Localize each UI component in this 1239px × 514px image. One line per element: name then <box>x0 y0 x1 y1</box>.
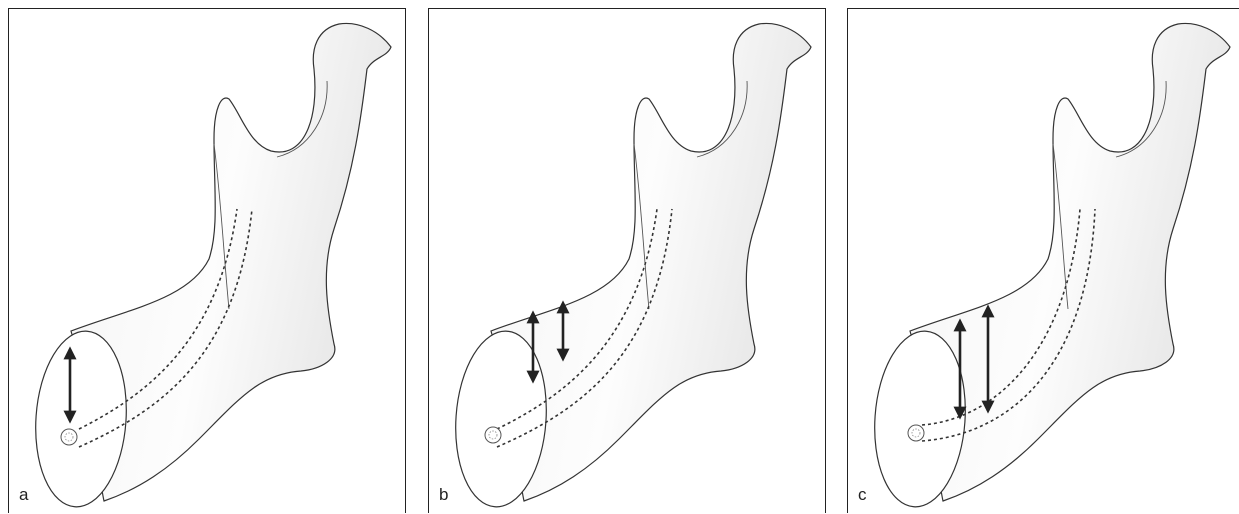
panel-b: b <box>428 8 826 513</box>
panel-c: c <box>847 8 1239 513</box>
mandible-illustration-b <box>429 9 825 514</box>
nerve-bundle <box>485 427 501 443</box>
nerve-bundle <box>908 425 924 441</box>
panel-label-a: a <box>19 485 28 505</box>
mandible-illustration-c <box>848 9 1239 514</box>
mandible-illustration-a <box>9 9 405 514</box>
panel-label-b: b <box>439 485 448 505</box>
panel-a: a <box>8 8 406 513</box>
nerve-bundle <box>61 429 77 445</box>
panel-label-c: c <box>858 485 867 505</box>
